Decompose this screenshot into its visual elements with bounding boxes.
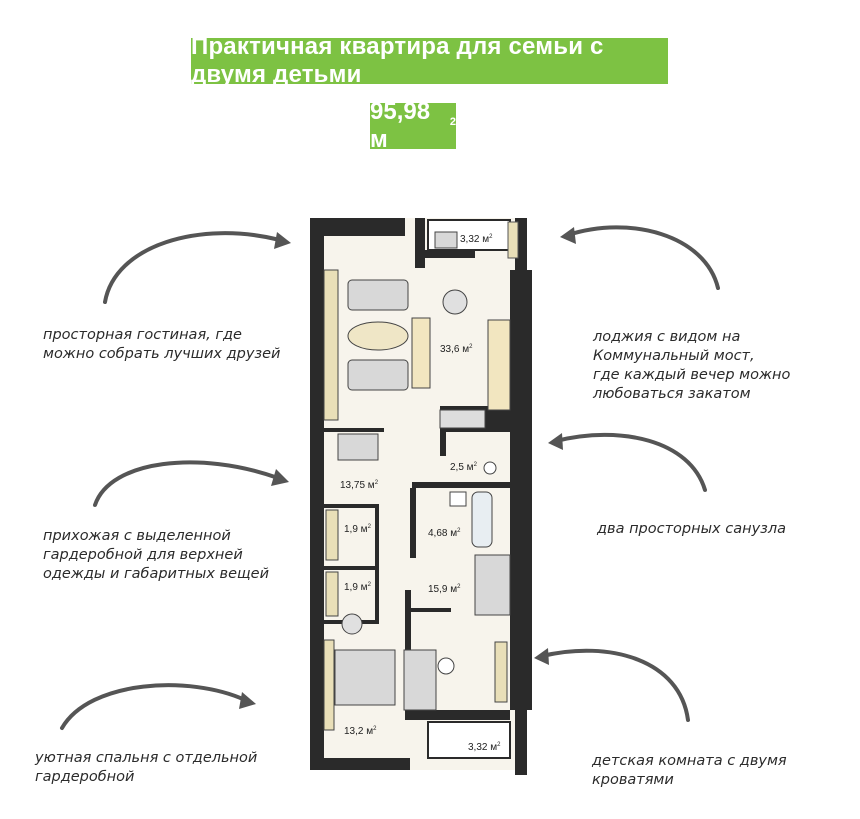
arrowhead-bathrooms [548, 433, 563, 450]
area-unit-sup: 2 [469, 344, 473, 350]
area-wardrobe-2: 1,9 м2 [344, 582, 372, 593]
caption-line: уютная спальня с отдельной [35, 750, 258, 766]
area-unit-sup: 2 [375, 480, 379, 486]
caption-line: можно собрать лучших друзей [43, 346, 281, 362]
living-furniture [323, 231, 511, 429]
wardrobes [325, 509, 339, 617]
arrow-loggia [566, 225, 720, 290]
arrow-bathrooms [554, 432, 707, 492]
caption-line: любоваться закатом [593, 386, 751, 402]
arrowhead-kids [534, 648, 549, 665]
caption-line: кроватями [592, 772, 674, 788]
arrowhead-living [274, 232, 291, 249]
caption-line: просторная гостиная, где [43, 327, 242, 343]
area-unit-sup: 2 [497, 742, 501, 748]
window [507, 221, 519, 259]
floor-plan: 3,32 м2 33,6 м2 2,5 м2 13,75 м2 4,68 м2 … [310, 218, 532, 775]
area-hall: 13,75 м2 [340, 480, 379, 491]
caption-loggia: лоджия с видом на Коммунальный мост, где… [593, 328, 790, 404]
total-area-unit-sup: 2 [449, 116, 456, 128]
area-loggia-top: 3,32 м2 [460, 234, 493, 245]
loggia-bottom [427, 721, 511, 759]
arrowhead-hallway [271, 469, 289, 486]
total-area-badge: 95,98 м 2 [370, 98, 456, 153]
caption-line: гардеробной для верхней [43, 547, 243, 563]
caption-line: где каждый вечер можно [593, 367, 791, 383]
bath-fixtures [449, 461, 497, 548]
arrow-kids [540, 648, 690, 722]
arrow-living [103, 231, 282, 304]
caption-living: просторная гостиная, где можно собрать л… [43, 326, 280, 364]
area-bath-large: 4,68 м2 [428, 528, 461, 539]
outer-walls [310, 218, 532, 775]
caption-line: Коммунальный мост, [593, 348, 755, 364]
area-bedroom: 13,2 м2 [344, 726, 377, 737]
caption-line: лоджия с видом на [593, 329, 741, 345]
caption-line: прихожая с выделенной [43, 528, 231, 544]
area-loggia-bottom: 3,32 м2 [468, 742, 501, 753]
title-banner: Практичная квартира для семьи с двумя де… [191, 33, 668, 88]
area-unit-sup: 2 [457, 584, 461, 590]
arrow-hallway [93, 460, 280, 507]
arrowhead-bedroom [239, 692, 256, 709]
caption-line: два просторных санузла [597, 521, 787, 537]
caption-line: гардеробной [35, 769, 135, 785]
arrowhead-loggia [560, 227, 576, 244]
area-unit-sup: 2 [489, 234, 493, 240]
bedroom-furniture [323, 613, 396, 731]
area-unit-sup: 2 [368, 582, 372, 588]
kids-furniture [403, 554, 511, 711]
area-living: 33,6 м2 [440, 344, 473, 355]
area-unit-sup: 2 [368, 524, 372, 530]
arrow-bedroom [60, 683, 247, 730]
caption-line: детская комната с двумя [592, 753, 787, 769]
area-unit-sup: 2 [474, 462, 478, 468]
caption-line: одежды и габаритных вещей [43, 566, 269, 582]
caption-bedroom: уютная спальня с отдельной гардеробной [35, 749, 257, 787]
caption-bathrooms: два просторных санузла [597, 520, 786, 539]
area-bath-small: 2,5 м2 [450, 462, 478, 473]
area-unit-sup: 2 [457, 528, 461, 534]
page-title: Практичная квартира для семьи с двумя де… [191, 33, 604, 88]
area-kids: 15,9 м2 [428, 584, 461, 595]
caption-kids: детская комната с двумя кроватями [592, 752, 787, 790]
area-unit-sup: 2 [373, 726, 377, 732]
caption-hallway: прихожая с выделенной гардеробной для ве… [43, 527, 269, 584]
hall-furniture [337, 433, 379, 461]
area-wardrobe-1: 1,9 м2 [344, 524, 372, 535]
total-area-value: 95,98 м [370, 98, 431, 153]
